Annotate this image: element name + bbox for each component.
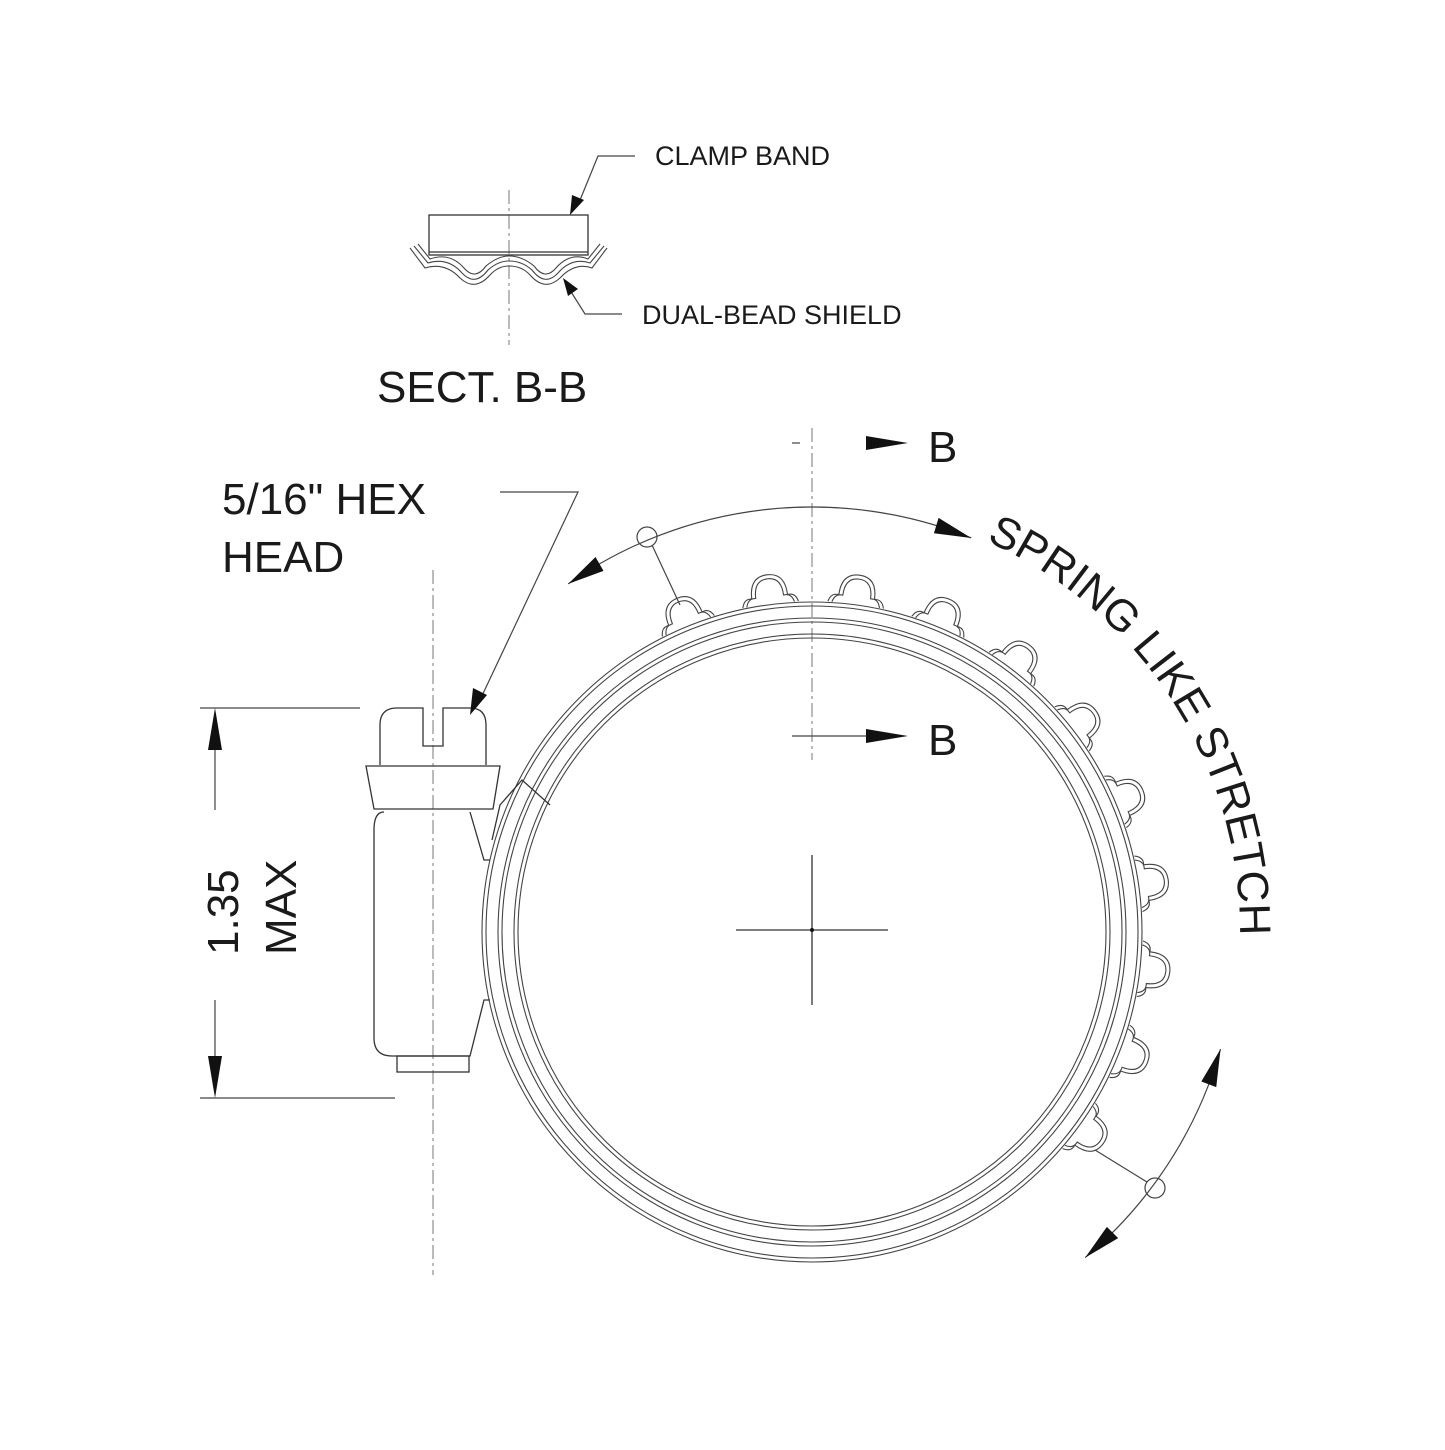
spring-note: SPRING LIKE STRETCH	[982, 506, 1280, 936]
section-cut-markers: B B	[792, 423, 957, 765]
section-marker-top: B	[928, 423, 957, 472]
bead	[988, 640, 1038, 687]
bead	[1109, 1024, 1150, 1079]
bead	[1062, 1102, 1108, 1152]
bead	[1054, 702, 1101, 752]
hex-head-label-line1: 5/16" HEX	[222, 475, 426, 524]
clamp-band-leader	[577, 155, 635, 206]
dimension-note: MAX	[257, 860, 306, 955]
bead	[1134, 855, 1169, 913]
screw-housing	[365, 570, 551, 1275]
spring-stretch-callout: SPRING LIKE STRETCH	[567, 506, 1280, 1259]
bead	[742, 574, 799, 609]
dual-bead-shield-label: DUAL-BEAD SHIELD	[642, 300, 902, 330]
section-marker-bottom: B	[928, 716, 957, 765]
clamp-ring	[481, 601, 1143, 1263]
hex-head-label-line2: HEAD	[222, 533, 344, 582]
section-b-b-detail: CLAMP BAND DUAL-BEAD SHIELD SECT. B-B	[377, 141, 902, 412]
clamp-band-section	[428, 214, 589, 256]
shield-leader	[567, 286, 622, 315]
hex-head	[379, 707, 487, 765]
bead	[827, 574, 884, 609]
bead	[1104, 775, 1146, 829]
bead	[911, 596, 965, 638]
dual-bead-shield-section	[409, 247, 608, 285]
height-dimension: 1.35 MAX	[199, 707, 395, 1099]
bead	[1136, 940, 1171, 998]
clamp-band-label: CLAMP BAND	[655, 141, 830, 171]
dimension-value: 1.35	[199, 869, 248, 955]
bead	[661, 595, 715, 637]
hex-head-callout: 5/16" HEX HEAD	[222, 475, 579, 715]
shield-beads	[661, 574, 1171, 1152]
section-title: SECT. B-B	[377, 363, 587, 412]
